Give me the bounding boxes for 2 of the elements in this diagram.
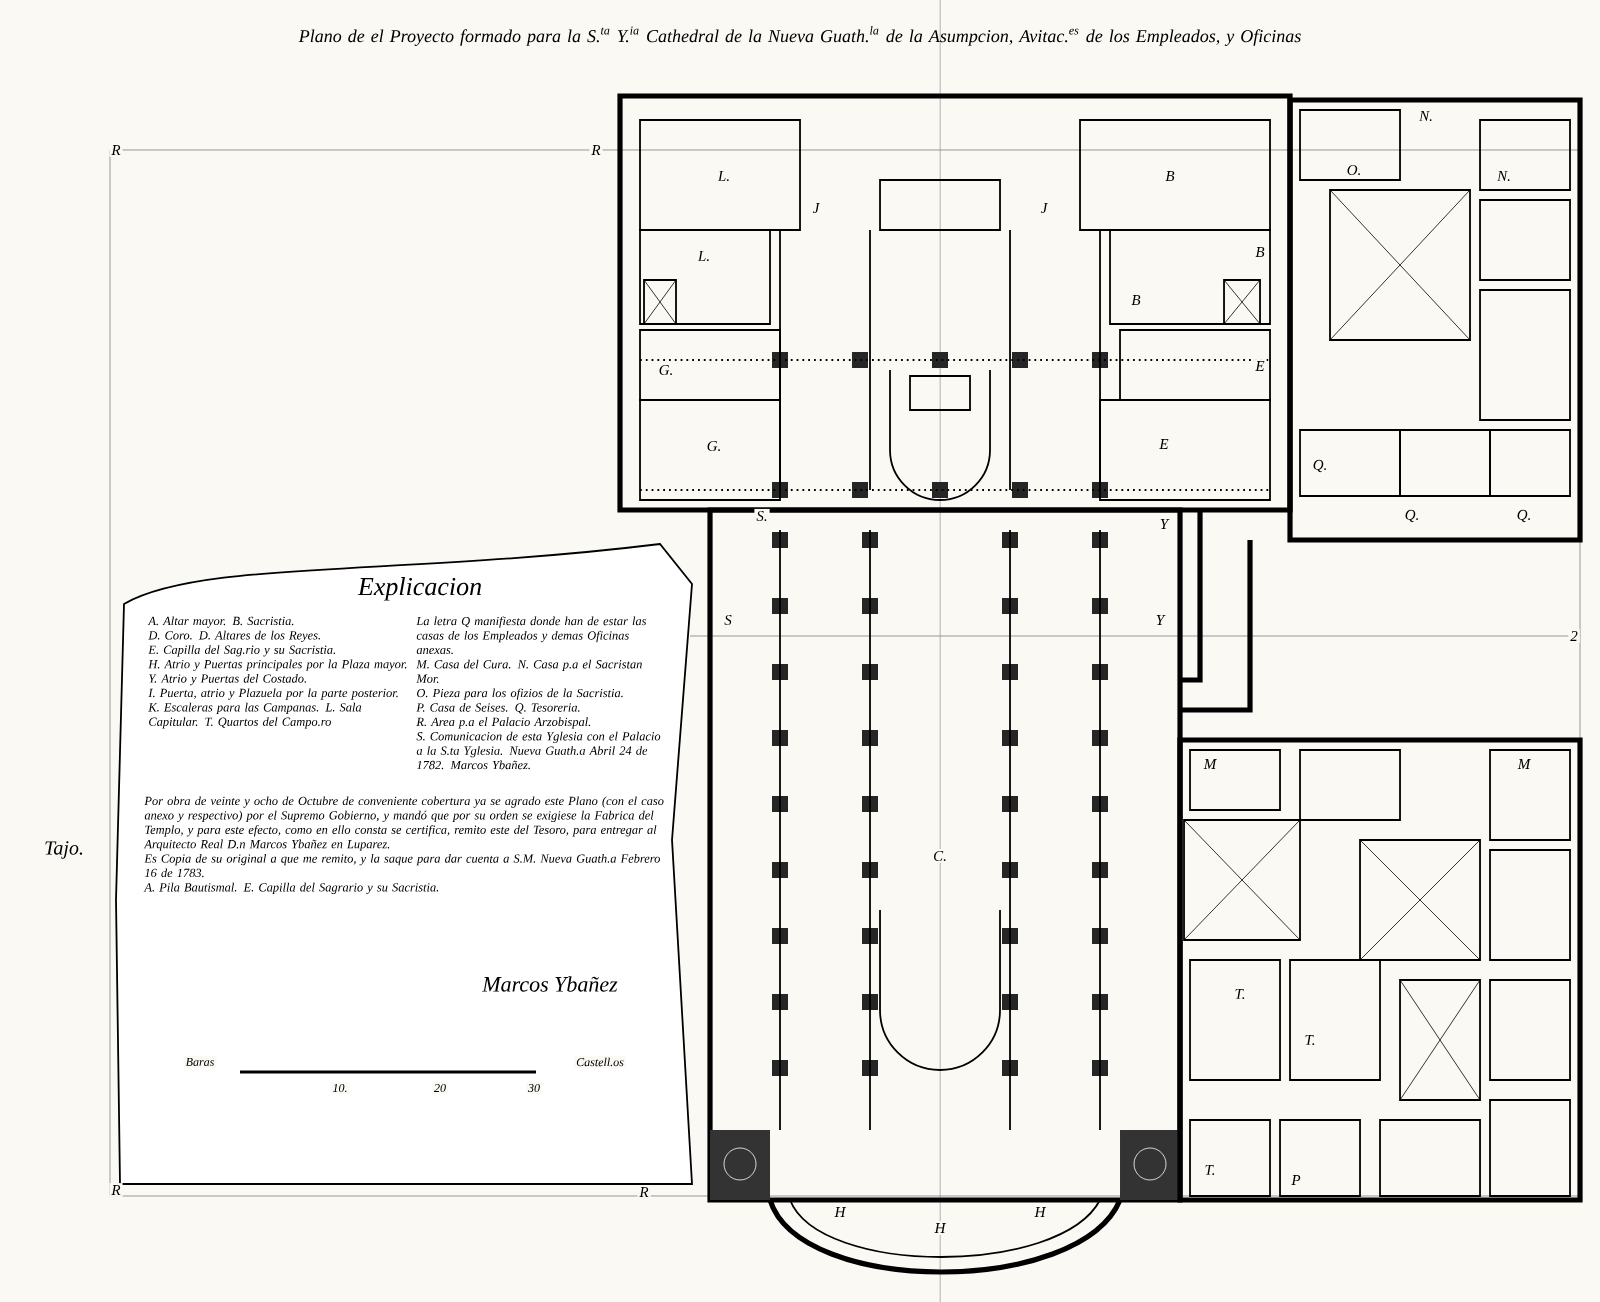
- place-name: Tajo.: [42, 839, 86, 861]
- title: Plano de el Proyecto formado para la S.$^{ta}$ Y.$^{ia}$ Cathedral de la Nueva Guath.$^{la}$ de la Asumpcion, Avitac.$^{es}$ de los Empleados, y Oficinas: [298, 26, 1301, 46]
